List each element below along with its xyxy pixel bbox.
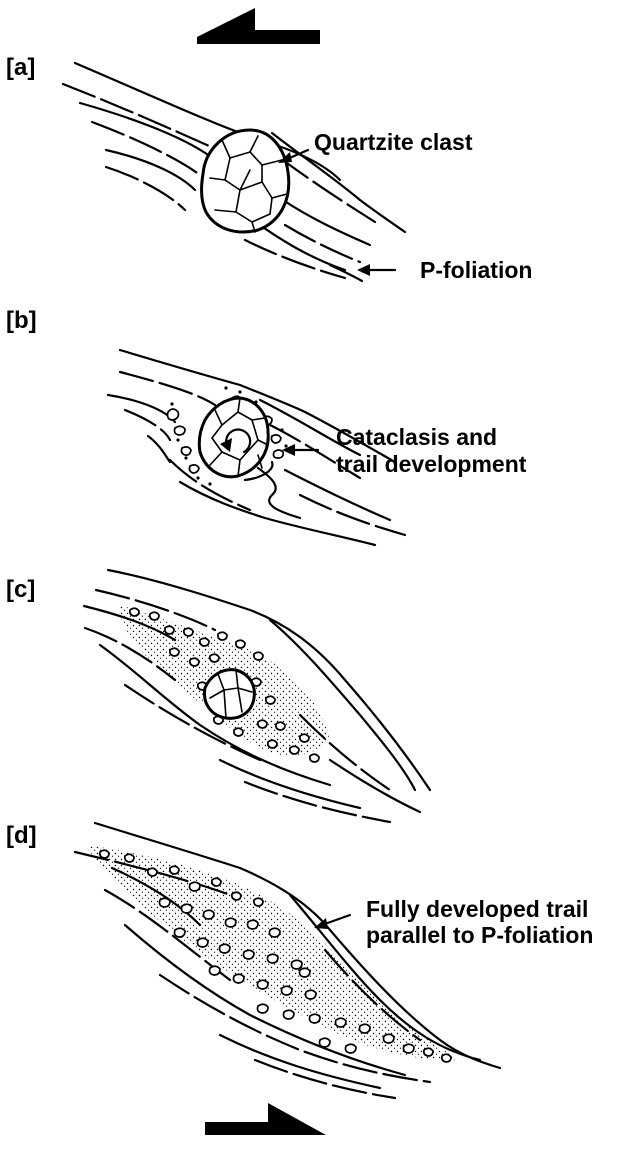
panel-c: [c] [6, 570, 430, 822]
panel-d-label: [d] [6, 822, 37, 849]
bottom-shear-arrow [205, 1103, 326, 1135]
trail-label-line1: Fully developed trail [366, 896, 588, 922]
panel-a-label: [a] [6, 54, 35, 81]
p-foliation-label: P-foliation [420, 257, 532, 283]
panel-a: [a] Quartzite clast [6, 54, 532, 283]
top-shear-arrow [197, 8, 320, 44]
panel-b-label: [b] [6, 307, 37, 334]
trail-label-line2: parallel to P-foliation [366, 922, 593, 948]
panel-d: [d] [6, 822, 593, 1098]
cataclasis-label-line1: Cataclasis and [336, 424, 497, 450]
panel-b: [b] [6, 307, 527, 545]
quartzite-clast-label: Quartzite clast [314, 129, 473, 155]
cataclasis-label-line2: trail development [336, 451, 527, 477]
panel-c-label: [c] [6, 576, 35, 603]
